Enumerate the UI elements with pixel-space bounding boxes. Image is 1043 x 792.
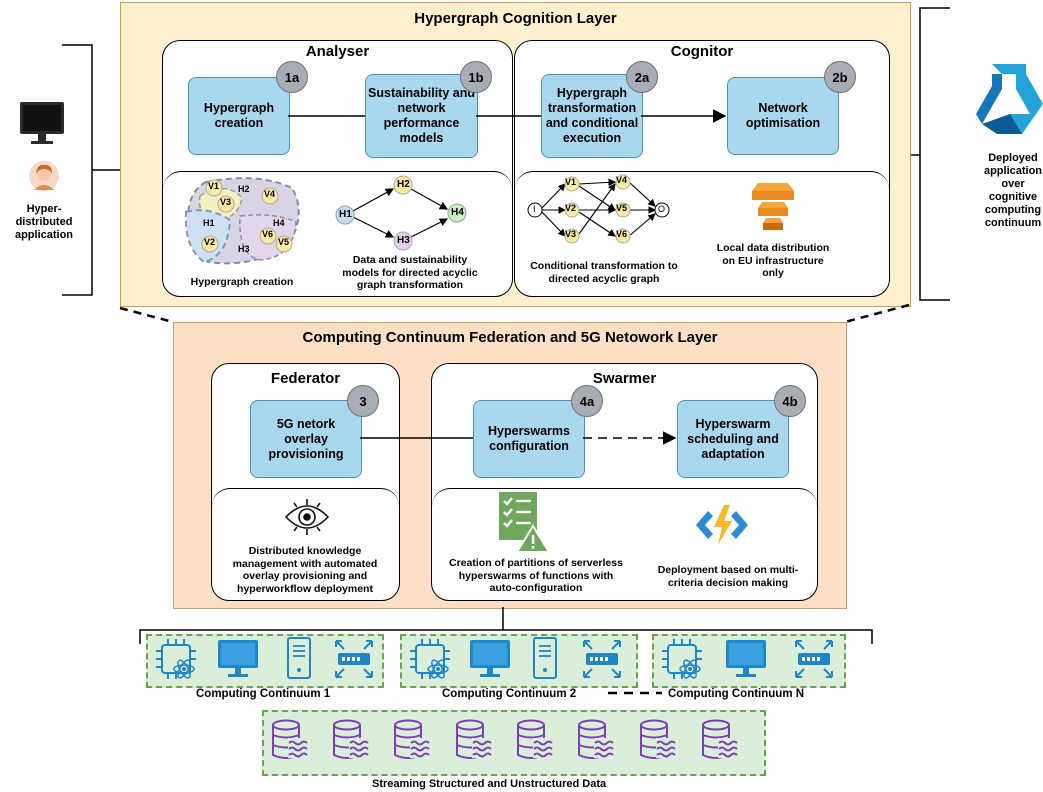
step-2a-hypergraph-transformation[interactable]: Hypergraph transformation and conditiona… [541, 74, 643, 158]
hg-label-h4: H4 [273, 218, 285, 228]
cdag-label-i: I [533, 204, 536, 214]
badge-4a: 4a [571, 385, 603, 417]
swarmer-divider [432, 488, 817, 600]
step-2b-label: Network optimisation [745, 101, 821, 130]
hg-label-v6: V6 [262, 229, 274, 239]
federator-divider [212, 488, 399, 600]
badge-2a: 2a [626, 61, 658, 93]
hypergraph-illustration [184, 177, 300, 265]
user-side-label: Hyper- distributed application [14, 203, 74, 241]
step-4a-hyperswarms-configuration[interactable]: Hyperswarms configuration [473, 400, 585, 478]
step-4b-hyperswarm-scheduling[interactable]: Hyperswarm scheduling and adaptation [677, 400, 789, 478]
cdag-label-v4: V4 [616, 175, 628, 185]
step-2a-label: Hypergraph transformation and conditiona… [545, 86, 639, 145]
swarmer-title: Swarmer [592, 370, 657, 387]
hg-label-h1: H1 [203, 218, 215, 228]
streaming-data-label: Streaming Structured and Unstructured Da… [372, 778, 607, 790]
cognitor-caption-left: Conditional transformation to directed a… [530, 260, 678, 285]
hg-label-v4: V4 [264, 189, 276, 199]
continuum-n-label: Computing Continuum N [668, 688, 805, 700]
cognition-layer-title: Hypergraph Cognition Layer [414, 10, 617, 27]
badge-4b: 4b [774, 385, 806, 417]
analyser-divider [163, 171, 512, 296]
hg-label-h3: H3 [238, 244, 250, 254]
hg-label-v1: V1 [208, 181, 220, 191]
dag-label-h2: H2 [397, 179, 410, 190]
step-4b-label: Hyperswarm scheduling and adaptation [687, 416, 779, 461]
checklist-warning-icon [499, 492, 551, 553]
hg-label-h2: H2 [238, 184, 250, 194]
aws-storage-icon [752, 183, 794, 230]
cognitor-dag [527, 174, 670, 244]
step-1b-label: Sustainability and network performance m… [368, 86, 475, 145]
step-3-label: 5G netork overlay provisioning [268, 416, 344, 461]
step-3-5g-overlay-provisioning[interactable]: 5G netork overlay provisioning [250, 400, 362, 478]
dag-label-h4: H4 [451, 207, 464, 218]
dag-label-h1: H1 [339, 209, 352, 220]
badge-3: 3 [347, 385, 379, 417]
swarmer-caption-right: Deployment based on multi- criteria deci… [657, 564, 799, 589]
swarmer-caption-left: Creation of partitions of serverless hyp… [449, 557, 623, 594]
cdag-label-v2: V2 [565, 203, 577, 213]
cdag-label-v3: V3 [565, 229, 577, 239]
hg-label-v3: V3 [220, 197, 232, 207]
user-avatar-icon [29, 161, 59, 191]
left-bracket [62, 44, 120, 296]
step-4a-label: Hyperswarms configuration [488, 424, 570, 453]
analyser-dag [335, 175, 467, 251]
badge-2b: 2b [824, 61, 856, 93]
analyser-caption-left: Hypergraph creation [190, 276, 294, 288]
cdag-label-v6: V6 [616, 229, 628, 239]
cdag-label-o: O [658, 204, 666, 214]
cdag-label-v1: V1 [565, 177, 577, 187]
step-1b-sustainability-models[interactable]: Sustainability and network performance m… [365, 74, 478, 158]
hg-label-v5: V5 [278, 237, 290, 247]
continuum-1-label: Computing Continuum 1 [196, 688, 331, 700]
cognitor-divider [515, 171, 889, 296]
continuum-2-label: Computing Continuum 2 [442, 688, 577, 700]
cognitor-caption-right: Local data distribution on EU infrastruc… [716, 242, 830, 279]
cdag-label-v5: V5 [616, 203, 628, 213]
azure-functions-icon [696, 505, 748, 545]
analyser-title: Analyser [305, 43, 370, 60]
cognitor-title: Cognitor [670, 43, 734, 60]
deploy-side-label: Deployed application over cognitive comp… [983, 152, 1043, 229]
analyser-caption-right: Data and sustainability models for direc… [342, 254, 478, 291]
dag-label-h3: H3 [397, 235, 410, 246]
azure-ml-icon [976, 64, 1043, 134]
step-1a-hypergraph-creation[interactable]: Hypergraph creation [188, 77, 290, 155]
federator-title: Federator [270, 370, 341, 387]
federator-caption: Distributed knowledge management with au… [232, 545, 378, 595]
step-2b-network-optimisation[interactable]: Network optimisation [727, 77, 839, 155]
monitor-icon [20, 102, 64, 144]
badge-1b: 1b [460, 61, 492, 93]
federation-layer-title: Computing Continuum Federation and 5G Ne… [302, 329, 718, 346]
step-1a-label: Hypergraph creation [203, 101, 275, 130]
hg-label-v2: V2 [204, 237, 216, 247]
eye-circuit-icon [284, 499, 330, 535]
badge-1a: 1a [276, 61, 308, 93]
